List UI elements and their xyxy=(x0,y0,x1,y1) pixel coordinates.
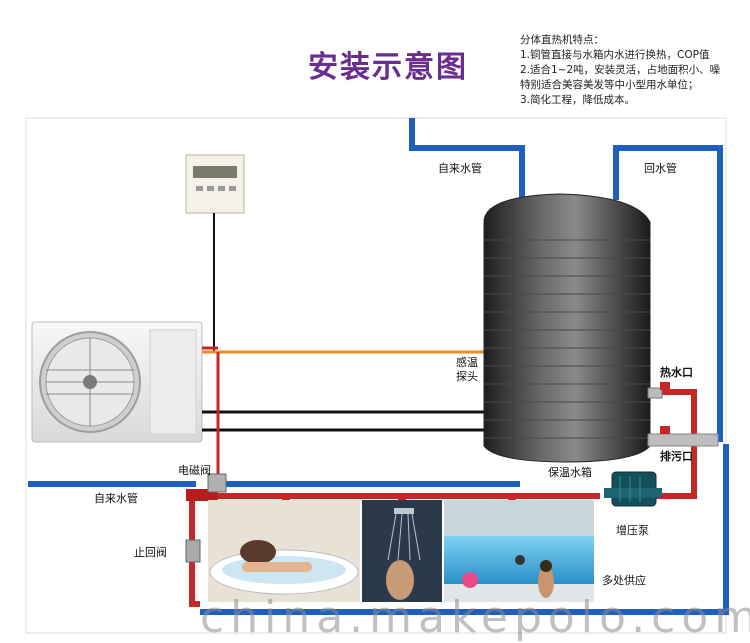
label-temp-probe-1: 感温 xyxy=(456,356,478,369)
pool-photo xyxy=(444,500,594,602)
watermark: china.makepolo.com xyxy=(200,592,750,643)
wire-controller xyxy=(185,154,245,214)
bathtub-photo xyxy=(208,500,360,602)
label-insulated-tank: 保温水箱 xyxy=(548,466,592,479)
label-drain-outlet: 排污口 xyxy=(660,450,693,463)
label-check-valve: 止回阀 xyxy=(134,546,167,559)
features-line-4: 3.简化工程，降低成本。 xyxy=(520,94,636,106)
label-booster-pump: 增压泵 xyxy=(616,524,649,537)
hot-water-outlet xyxy=(647,387,663,399)
features-line-3: 特别适合美容美发等中小型用水单位； xyxy=(520,79,699,91)
hot-valve xyxy=(660,382,670,390)
features-heading: 分体直热机特点： xyxy=(520,34,604,46)
label-return-pipe: 回水管 xyxy=(644,162,677,175)
label-solenoid-valve: 电磁阀 xyxy=(178,464,211,477)
label-temp-probe-2: 探头 xyxy=(456,370,478,383)
features-line-2: 2.适合1~2吨，安装灵活，占地面积小、噪 xyxy=(520,64,721,76)
page-title: 安装示意图 xyxy=(308,50,468,85)
drain-pipe xyxy=(647,433,719,447)
tap-water-pipe-bottom xyxy=(28,444,729,615)
tap-water-pipe-top xyxy=(409,118,525,200)
label-tap-water-bottom: 自来水管 xyxy=(94,492,138,505)
check-valve xyxy=(185,539,201,563)
label-multi-supply: 多处供应 xyxy=(602,574,646,587)
features-line-1: 1.铜管直接与水箱内水进行换热，COP值 xyxy=(520,49,710,61)
return-pipe xyxy=(613,145,723,442)
drain-valve xyxy=(660,426,670,434)
heat-pump-outdoor-unit xyxy=(31,321,203,443)
label-tap-water-top: 自来水管 xyxy=(438,162,482,175)
booster-pump xyxy=(604,471,662,507)
diagram-frame xyxy=(25,117,727,634)
insulated-water-tank xyxy=(483,193,651,463)
features-note: 分体直热机特点： 1.铜管直接与水箱内水进行换热，COP值 2.适合1~2吨，安… xyxy=(520,33,748,108)
solenoid-valve xyxy=(207,473,227,493)
shower-photo xyxy=(362,500,442,602)
label-hot-water-outlet: 热水口 xyxy=(660,366,693,379)
